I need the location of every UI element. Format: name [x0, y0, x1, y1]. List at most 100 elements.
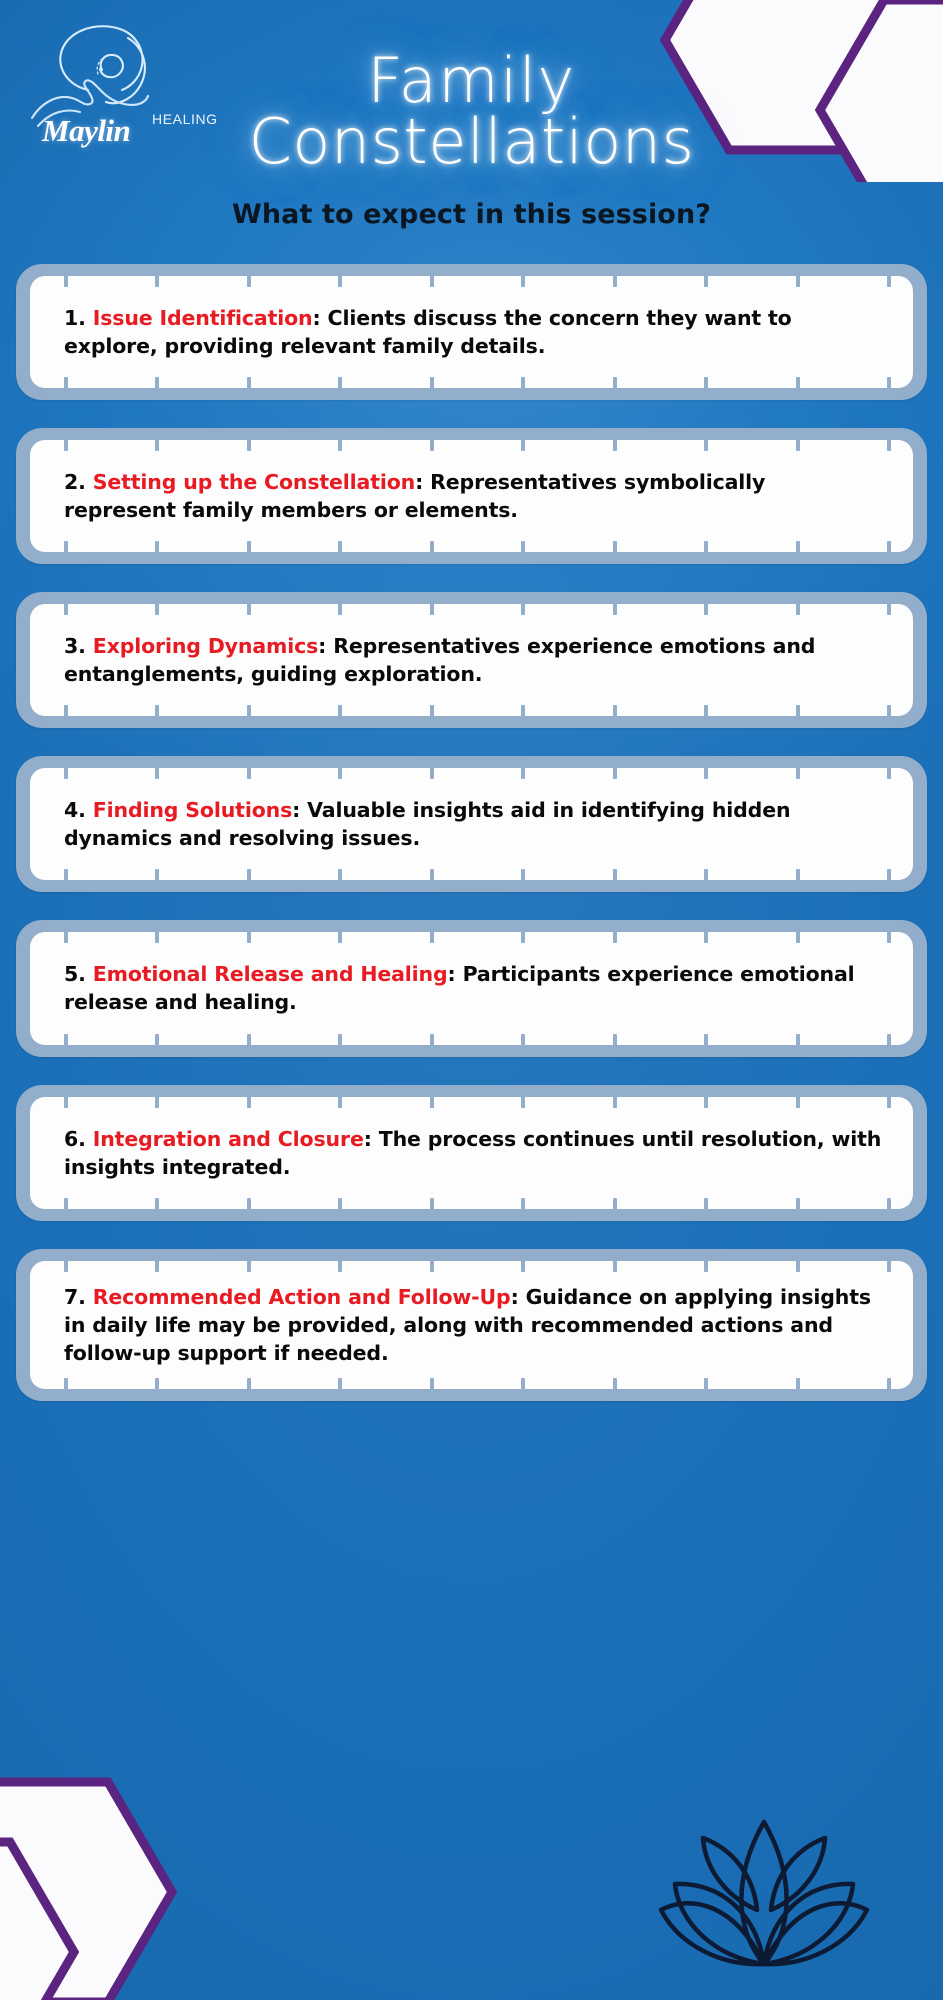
tick-mark [155, 932, 160, 944]
step-card[interactable]: 6. Integration and Closure: The process … [16, 1084, 927, 1221]
tick-mark [612, 604, 617, 616]
tick-mark [612, 1096, 617, 1108]
tick-mark [246, 1197, 251, 1209]
tick-row-bottom [64, 1197, 891, 1209]
tick-row-bottom [64, 1033, 891, 1045]
step-body: The process continues until resolution, … [64, 1126, 882, 1179]
step-separator: : [318, 634, 334, 659]
tick-mark [246, 1033, 251, 1045]
step-text: 7. Recommended Action and Follow-Up: Gui… [64, 1283, 883, 1367]
tick-mark [64, 1033, 68, 1045]
tick-mark [155, 1197, 160, 1209]
tick-mark [704, 541, 709, 553]
tick-mark [64, 1096, 68, 1108]
tick-mark [704, 869, 709, 881]
tick-mark [246, 1096, 251, 1108]
tick-mark [795, 1260, 800, 1272]
step-number: 2. [64, 469, 86, 494]
step-number: 5. [64, 962, 86, 987]
step-heading: Issue Identification [92, 305, 313, 330]
tick-mark [338, 1260, 343, 1272]
brand-logo[interactable]: Maylin HEALING [28, 18, 217, 158]
tick-row-top [64, 1096, 891, 1108]
spiral-in-hand-icon [30, 25, 150, 128]
tick-mark [612, 541, 617, 553]
tick-mark [64, 705, 68, 717]
step-card-inner: 7. Recommended Action and Follow-Up: Gui… [30, 1260, 913, 1389]
tick-mark [704, 768, 709, 780]
tick-mark [521, 768, 526, 780]
tick-mark [704, 604, 709, 616]
step-heading: Recommended Action and Follow-Up [92, 1284, 511, 1309]
tick-mark [246, 376, 251, 388]
step-card[interactable]: 7. Recommended Action and Follow-Up: Gui… [16, 1248, 927, 1401]
tick-mark [338, 604, 343, 616]
tick-mark [795, 869, 800, 881]
tick-mark [704, 1260, 709, 1272]
tick-mark [795, 1377, 800, 1389]
tick-mark [64, 932, 68, 944]
tick-mark [704, 1033, 709, 1045]
tick-mark [338, 869, 343, 881]
tick-mark [246, 932, 251, 944]
tick-mark [155, 1096, 160, 1108]
step-card[interactable]: 1. Issue Identification: Clients discuss… [16, 263, 927, 400]
step-text: 2. Setting up the Constellation: Represe… [64, 468, 883, 524]
tick-mark [521, 1377, 526, 1389]
tick-mark [521, 604, 526, 616]
tick-mark [886, 1033, 891, 1045]
tick-mark [795, 932, 800, 944]
tick-mark [246, 768, 251, 780]
tick-mark [886, 1377, 891, 1389]
tick-mark [612, 932, 617, 944]
tick-mark [521, 275, 526, 287]
tick-mark [338, 1096, 343, 1108]
step-card-inner: 4. Finding Solutions: Valuable insights … [30, 768, 913, 881]
tick-mark [429, 1096, 434, 1108]
tick-mark [795, 1096, 800, 1108]
tick-mark [704, 439, 709, 451]
tick-mark [612, 1377, 617, 1389]
tick-mark [429, 1197, 434, 1209]
tick-mark [64, 768, 68, 780]
step-body: Representatives experience emotions and … [64, 634, 816, 687]
tick-mark [429, 1260, 434, 1272]
tick-mark [246, 541, 251, 553]
step-body: Valuable insights aid in identifying hid… [64, 798, 791, 851]
tick-row-top [64, 275, 891, 287]
tick-mark [886, 541, 891, 553]
step-card-inner: 6. Integration and Closure: The process … [30, 1096, 913, 1209]
tick-mark [521, 705, 526, 717]
tick-mark [704, 1096, 709, 1108]
step-card-inner: 1. Issue Identification: Clients discuss… [30, 275, 913, 388]
tick-mark [612, 1033, 617, 1045]
step-separator: : [415, 469, 431, 494]
step-heading: Emotional Release and Healing [92, 962, 448, 987]
tick-mark [795, 1197, 800, 1209]
tick-mark [795, 768, 800, 780]
tick-mark [155, 1033, 160, 1045]
step-card[interactable]: 5. Emotional Release and Healing: Partic… [16, 920, 927, 1057]
page-subtitle: What to expect in this session? [231, 198, 712, 230]
step-card[interactable]: 3. Exploring Dynamics: Representatives e… [16, 592, 927, 729]
step-card[interactable]: 2. Setting up the Constellation: Represe… [16, 427, 927, 565]
tick-mark [886, 1260, 891, 1272]
tick-mark [338, 275, 343, 287]
step-card[interactable]: 4. Finding Solutions: Valuable insights … [16, 756, 927, 893]
tick-mark [886, 1096, 891, 1108]
tick-mark [246, 705, 251, 717]
tick-mark [704, 705, 709, 717]
tick-mark [886, 439, 891, 451]
tick-mark [338, 768, 343, 780]
step-body: Guidance on applying insights in daily l… [64, 1284, 871, 1365]
brand-name: Maylin [42, 113, 131, 148]
tick-mark [246, 869, 251, 881]
tick-row-bottom [64, 541, 891, 553]
tick-mark [521, 439, 526, 451]
tick-mark [429, 439, 434, 451]
tick-mark [521, 1096, 526, 1108]
tick-mark [64, 439, 68, 451]
tick-mark [246, 439, 251, 451]
step-heading: Exploring Dynamics [92, 634, 319, 659]
tick-mark [155, 1260, 160, 1272]
